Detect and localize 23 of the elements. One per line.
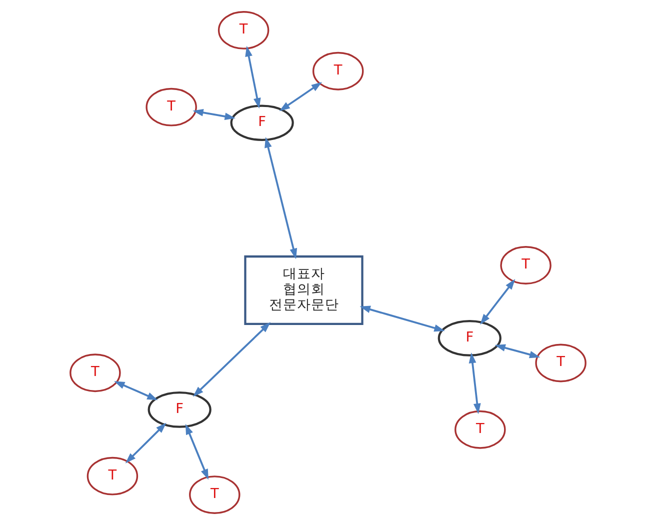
arrow (245, 46, 261, 109)
arrow (192, 322, 271, 397)
arrow (192, 108, 236, 120)
node-ellipse: T (535, 344, 586, 382)
node-ellipse: F (230, 104, 294, 141)
arrow (279, 82, 322, 112)
arrow (264, 137, 298, 260)
node-ellipse: T (86, 456, 138, 496)
arrow (114, 381, 158, 400)
arrow (468, 352, 481, 414)
node-ellipse: T (189, 476, 240, 514)
node-ellipse: F (438, 320, 502, 356)
arrow (185, 424, 208, 480)
arrow (494, 344, 540, 358)
node-ellipse: T (500, 246, 552, 284)
arrow (360, 306, 445, 332)
node-ellipse: T (70, 354, 121, 392)
node-ellipse: T (218, 10, 270, 50)
node-ellipse: T (454, 410, 506, 449)
arrow (480, 279, 516, 325)
node-ellipse: T (146, 88, 197, 126)
arrow (125, 422, 166, 464)
node-box: 대표자 협의회 전문자문단 (244, 255, 364, 326)
